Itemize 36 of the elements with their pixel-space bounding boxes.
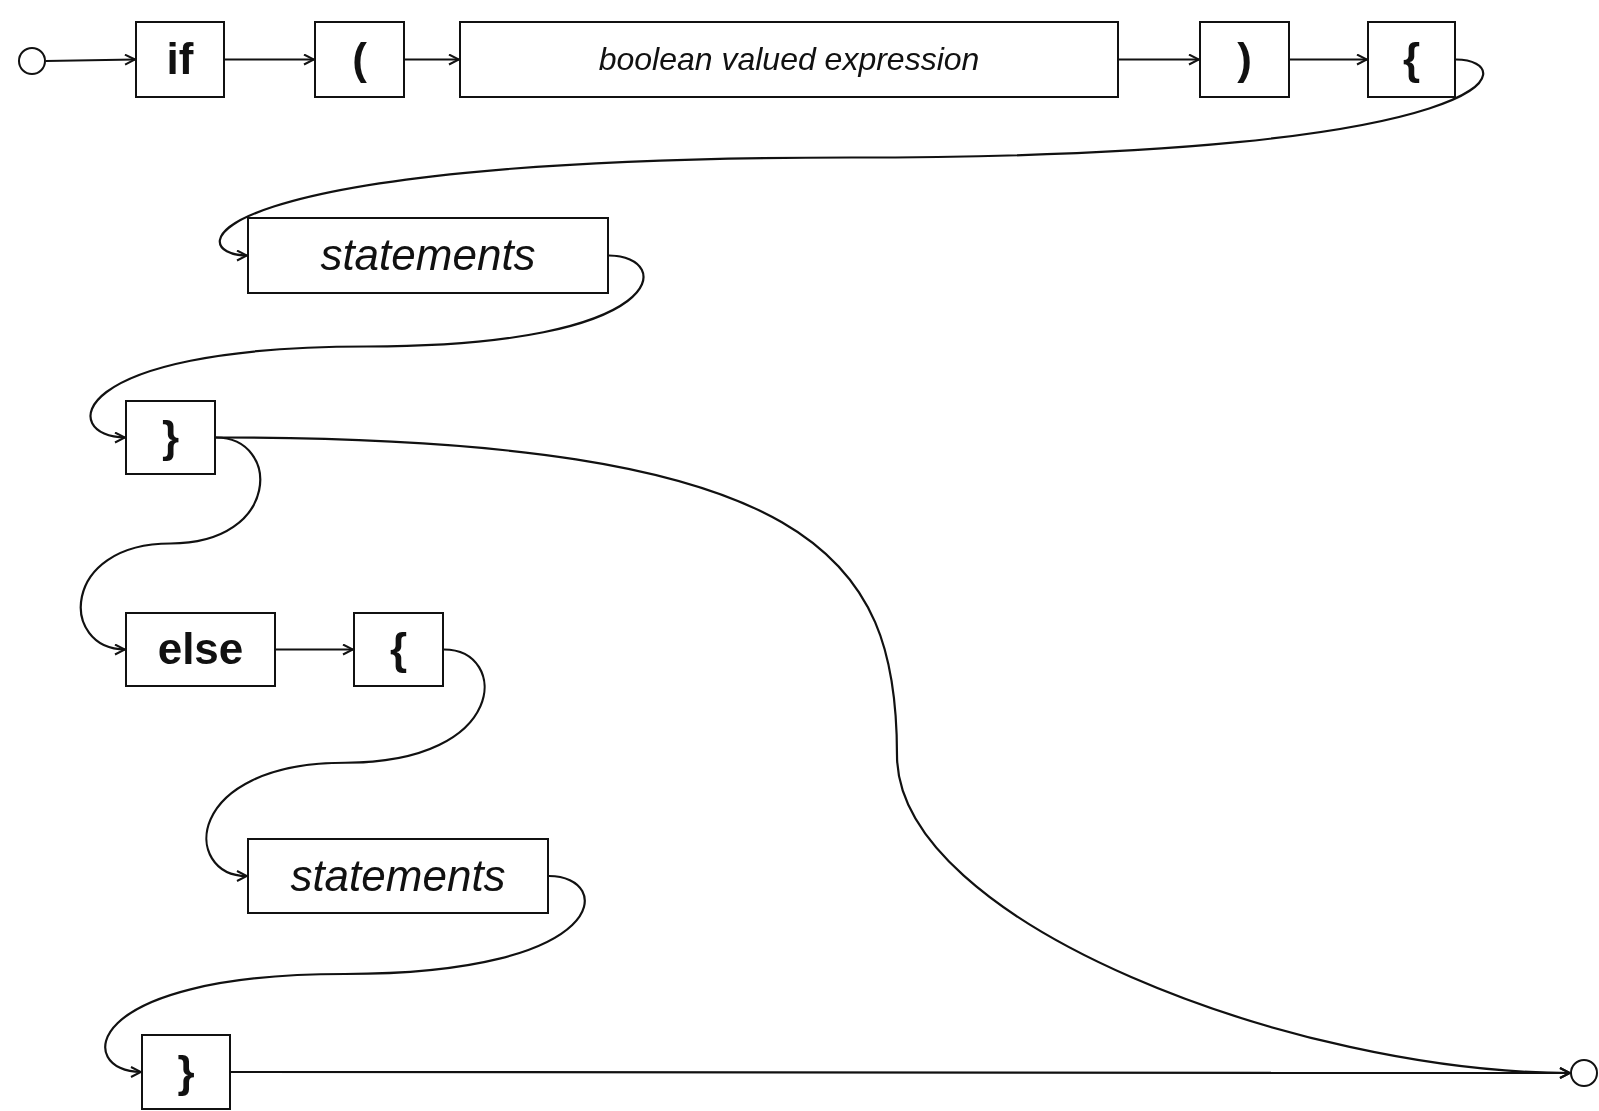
terminal-circle bbox=[1570, 1059, 1598, 1087]
arrow bbox=[80, 436, 261, 655]
keyword-text: ) bbox=[1237, 36, 1252, 83]
keyword-box bbox=[314, 21, 405, 98]
keyword-text: { bbox=[389, 626, 408, 673]
nonterminal-text: boolean valued expression bbox=[598, 42, 980, 77]
keyword-text: if bbox=[166, 36, 194, 83]
arrow bbox=[104, 874, 586, 1077]
arrow bbox=[1119, 53, 1200, 66]
keyword-box bbox=[1367, 21, 1456, 98]
nonterminal-box bbox=[247, 838, 549, 914]
keyword-text: } bbox=[161, 414, 180, 461]
arrow bbox=[405, 53, 460, 66]
arrow bbox=[220, 58, 1483, 261]
keyword-box bbox=[125, 400, 216, 475]
arrow bbox=[205, 648, 486, 881]
keyword-box bbox=[1199, 21, 1290, 98]
arrow bbox=[90, 254, 644, 443]
terminal-circle bbox=[18, 47, 46, 75]
keyword-text: { bbox=[1402, 36, 1421, 83]
arrow bbox=[46, 53, 136, 66]
arrow bbox=[225, 53, 315, 66]
nonterminal-text: statements bbox=[320, 232, 536, 279]
arrow bbox=[276, 643, 354, 656]
arrow bbox=[231, 1067, 1571, 1079]
nonterminal-text: statements bbox=[290, 852, 506, 900]
keyword-box bbox=[141, 1034, 231, 1110]
keyword-box bbox=[353, 612, 444, 687]
nonterminal-box bbox=[459, 21, 1119, 98]
nonterminal-box bbox=[247, 217, 609, 294]
arrow bbox=[1290, 53, 1368, 66]
keyword-text: ( bbox=[352, 36, 367, 83]
keyword-box bbox=[125, 612, 276, 687]
keyword-text: else bbox=[157, 626, 244, 673]
keyword-box bbox=[135, 21, 225, 98]
keyword-text: } bbox=[177, 1048, 195, 1096]
